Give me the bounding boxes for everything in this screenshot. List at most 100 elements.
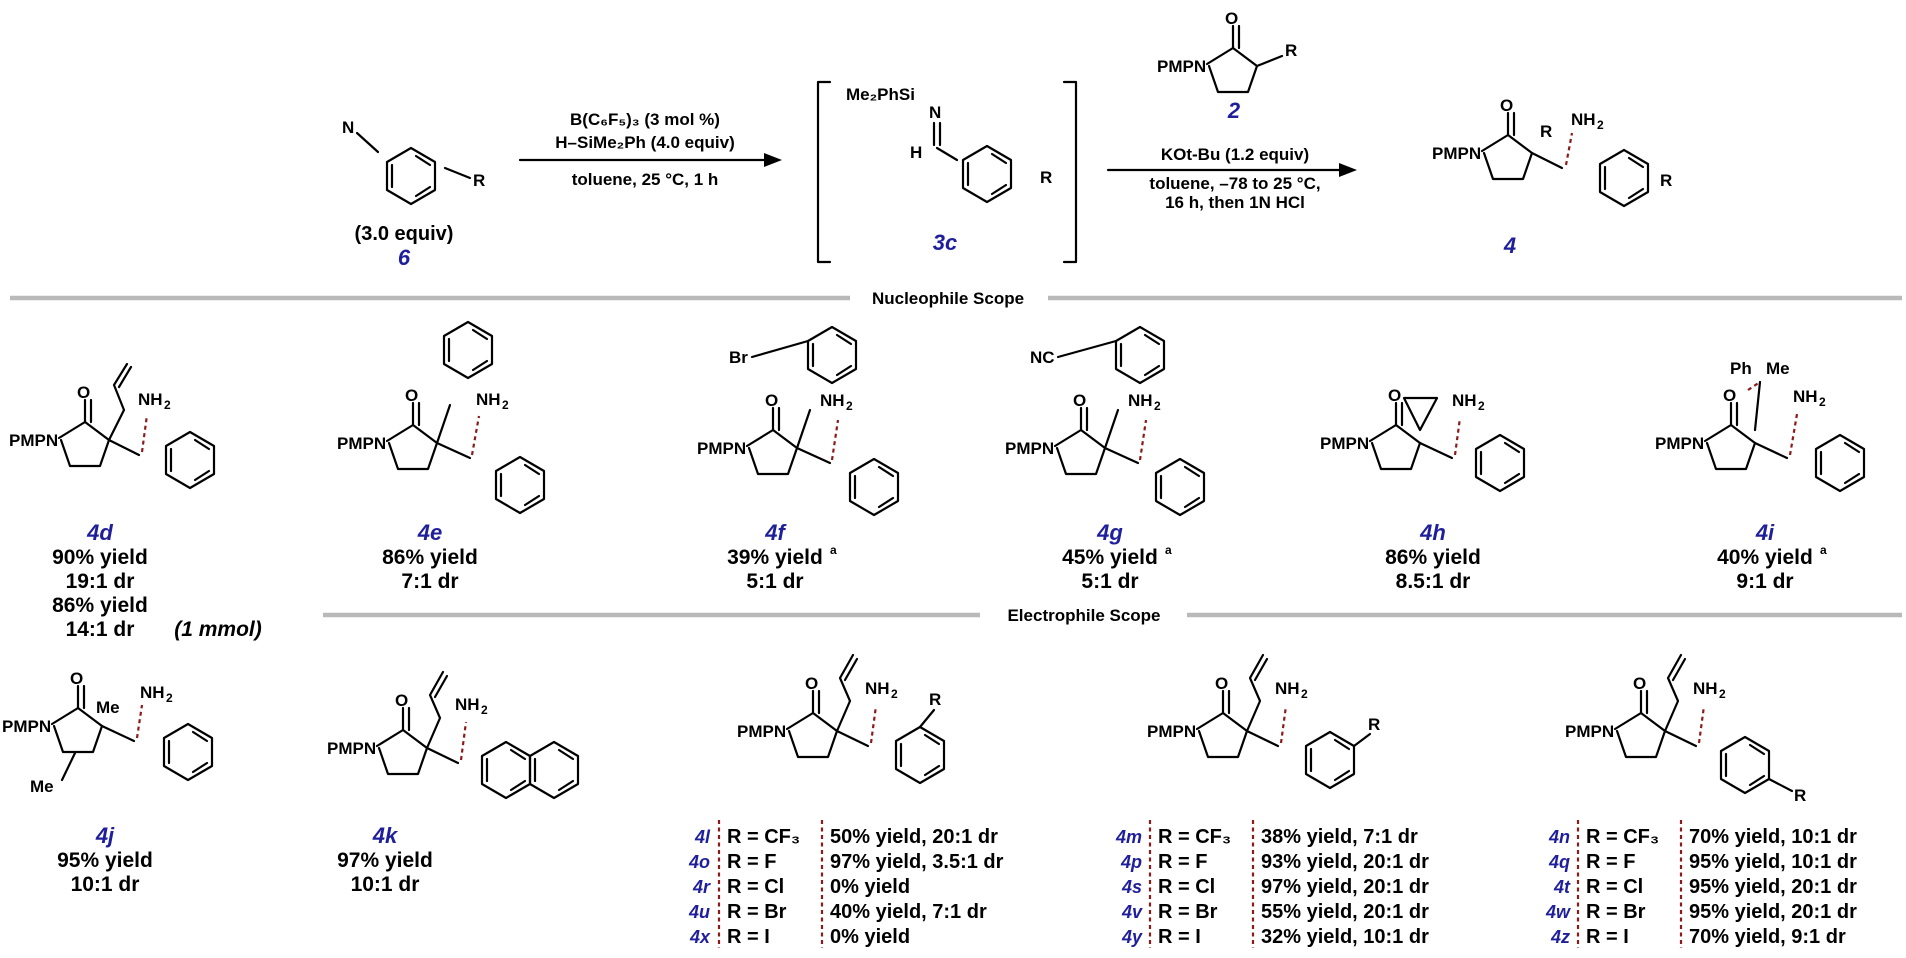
svg-text:2: 2 [1819,395,1826,409]
result-4f-sup: a [830,543,837,557]
step2-conditions1: toluene, –78 to 25 °C, [1149,174,1320,193]
svg-text:Ph: Ph [1730,359,1752,378]
svg-text:2: 2 [1719,687,1726,701]
table-para-r-1: R = F [1586,851,1635,873]
table-meta-label-2: 4s [1121,877,1142,897]
svg-text:N: N [342,118,354,137]
table-ortho-label-4: 4x [689,927,711,947]
table-para-result-0: 70% yield, 10:1 dr [1689,826,1857,848]
svg-text:NH: NH [865,679,890,698]
table-ortho-r-1: R = F [727,851,776,873]
svg-text:NH: NH [1571,110,1596,129]
table-para-result-3: 95% yield, 20:1 dr [1689,901,1857,923]
table-ortho-label-2: 4r [692,877,711,897]
result-4d-line3: 86% yield [52,594,148,617]
table-ortho-result-1: 97% yield, 3.5:1 dr [830,851,1004,873]
svg-text:2: 2 [846,399,853,413]
table-para-r-0: R = CF₃ [1586,826,1659,848]
table-meta-label-1: 4p [1120,852,1142,872]
result-4g-line2: 5:1 dr [1081,570,1138,593]
nucleophile-divider: Nucleophile Scope [10,289,1902,308]
svg-text:R: R [1285,41,1297,60]
svg-text:NH: NH [455,695,480,714]
step1-conditions: toluene, 25 °C, 1 h [572,170,719,189]
imine-silyl: Me₂PhSi [846,85,915,104]
table-para-r-2: R = Cl [1586,876,1643,898]
step1-reagent2: H–SiMe₂Ph (4.0 equiv) [555,133,735,152]
result-4d-line4: 14:1 dr [66,618,135,641]
table-para-r-3: R = Br [1586,901,1646,923]
svg-text:NH: NH [476,390,501,409]
table-para-r-4: R = I [1586,926,1629,948]
svg-text:R: R [929,690,941,709]
svg-text:Me: Me [30,777,54,796]
svg-text:2: 2 [1597,118,1604,132]
result-4d-line1: 90% yield [52,546,148,569]
result-4f-line1: 39% yield [727,546,823,569]
result-4h-line1: 86% yield [1385,546,1481,569]
svg-text:2: 2 [166,691,173,705]
table-ortho-label-0: 4l [694,827,711,847]
result-4g-sup: a [1165,543,1172,557]
svg-text:2: 2 [164,398,171,412]
svg-text:N: N [929,103,941,122]
table-para: 4n R = CF₃ 70% yield, 10:1 dr 4q R = F 9… [1545,820,1857,948]
table-meta-r-0: R = CF₃ [1158,826,1231,848]
result-4e-line1: 86% yield [382,546,478,569]
table-para-label-4: 4z [1550,927,1570,947]
compound-label-3c: 3c [933,230,957,255]
table-meta-label-4: 4y [1121,927,1143,947]
table-ortho-label-1: 4o [688,852,710,872]
svg-text:2: 2 [481,703,488,717]
table-ortho-result-2: 0% yield [830,876,910,898]
compound-label-4j: 4j [95,823,115,848]
table-meta-label-3: 4v [1121,902,1143,922]
compound-label-4i: 4i [1755,520,1775,545]
compound-label-4g: 4g [1096,520,1123,545]
svg-text:2: 2 [1478,399,1485,413]
result-4k-line2: 10:1 dr [351,873,420,896]
svg-text:R: R [1540,122,1552,141]
svg-text:R: R [1794,786,1806,805]
compound-label-4d: 4d [86,520,113,545]
table-para-label-3: 4w [1545,902,1571,922]
svg-text:2: 2 [891,687,898,701]
table-para-label-2: 4t [1553,877,1571,897]
table-ortho: 4l R = CF₃ 50% yield, 20:1 dr 4o R = F 9… [688,820,1004,948]
svg-text:Me: Me [1766,359,1790,378]
table-meta-r-1: R = F [1158,851,1207,873]
table-meta-r-3: R = Br [1158,901,1218,923]
table-meta-result-1: 93% yield, 20:1 dr [1261,851,1429,873]
result-4h-line2: 8.5:1 dr [1396,570,1471,593]
table-ortho-r-3: R = Br [727,901,787,923]
step1-arrow: B(C₆F₅)₃ (3 mol %) H–SiMe₂Ph (4.0 equiv)… [518,110,782,189]
svg-text:R: R [1040,168,1052,187]
svg-text:NH: NH [138,390,163,409]
table-para-result-1: 95% yield, 10:1 dr [1689,851,1857,873]
svg-text:2: 2 [1301,687,1308,701]
table-ortho-r-0: R = CF₃ [727,826,800,848]
svg-text:R: R [473,171,485,190]
table-para-label-0: 4n [1548,827,1570,847]
result-4d-line2: 19:1 dr [66,570,135,593]
compound-label-4e: 4e [417,520,442,545]
table-meta-result-0: 38% yield, 7:1 dr [1261,826,1418,848]
nucleophile-scope-title: Nucleophile Scope [872,289,1024,308]
svg-text:Br: Br [729,348,748,367]
result-4f-line2: 5:1 dr [746,570,803,593]
result-4j-line1: 95% yield [57,849,153,872]
table-meta-result-2: 97% yield, 20:1 dr [1261,876,1429,898]
svg-text:NH: NH [1693,679,1718,698]
svg-text:NH: NH [1275,679,1300,698]
svg-text:R: R [1660,171,1672,190]
table-ortho-label-3: 4u [688,902,710,922]
